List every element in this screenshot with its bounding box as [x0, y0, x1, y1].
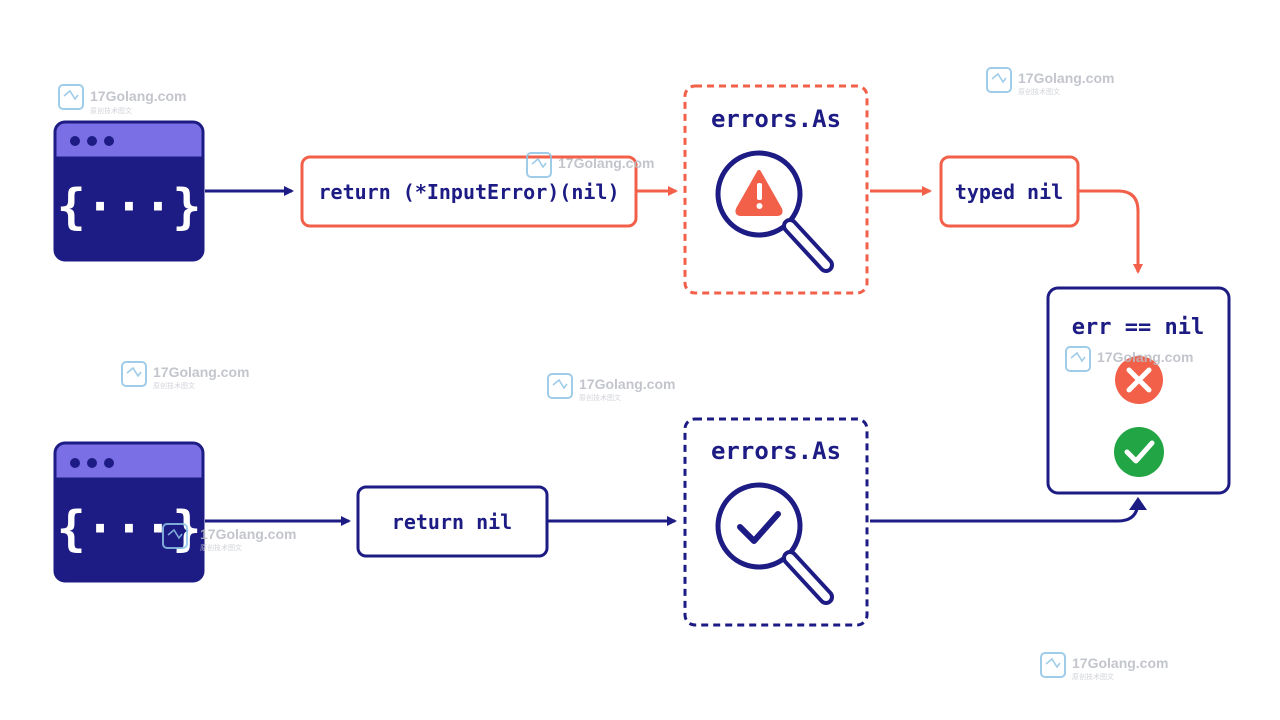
top-return-box: return (*InputError)(nil): [300, 155, 638, 228]
watermark: 17Golang.com 原创技术图文: [121, 361, 249, 390]
err-equals-nil-label: err == nil: [1072, 315, 1204, 340]
watermark-text: 17Golang.com: [90, 88, 186, 104]
watermark: 17Golang.com: [1065, 346, 1193, 372]
watermark: 17Golang.com 原创技术图文: [547, 373, 675, 402]
watermark-text: 17Golang.com: [153, 364, 249, 380]
watermark-logo-icon: [1040, 652, 1066, 678]
watermark: 17Golang.com: [526, 152, 654, 178]
bottom-source-code-window-icon: {···}: [53, 441, 205, 583]
watermark-logo-icon: [986, 67, 1012, 93]
watermark-subtext: 原创技术图文: [153, 381, 195, 390]
top-arrow-result-to-compare: [1079, 189, 1143, 274]
bottom-arrow-check-to-compare: [870, 500, 1140, 523]
watermark-subtext: 原创技术图文: [200, 543, 242, 552]
x-circle-icon: [1115, 356, 1163, 404]
watermark-logo-icon: [1065, 346, 1091, 372]
watermark-subtext: 原创技术图文: [1018, 87, 1060, 96]
bottom-errors-as-box: errors.As: [683, 417, 869, 627]
top-return-label: return (*InputError)(nil): [318, 180, 619, 204]
watermark: 17Golang.com 原创技术图文: [1040, 652, 1168, 681]
watermark-logo-icon: [58, 84, 84, 110]
watermark-text: 17Golang.com: [1018, 70, 1114, 86]
watermark-subtext: 原创技术图文: [90, 106, 132, 115]
bottom-arrow-head: [1129, 497, 1147, 510]
top-source-code-window-icon: {···}: [53, 120, 205, 262]
magnifier-warning-icon: [715, 150, 834, 273]
bottom-errors-as-title: errors.As: [711, 437, 841, 465]
watermark-text: 17Golang.com: [1097, 349, 1193, 365]
bottom-return-box: return nil: [356, 485, 549, 558]
watermark-subtext: 原创技术图文: [1072, 672, 1114, 681]
watermark: 17Golang.com 原创技术图文: [986, 67, 1114, 96]
watermark-logo-icon: [121, 361, 147, 387]
watermark: 17Golang.com 原创技术图文: [58, 84, 186, 115]
bottom-return-label: return nil: [392, 510, 512, 534]
typed-nil-box: typed nil: [939, 155, 1080, 228]
watermark-text: 17Golang.com: [1072, 655, 1168, 671]
magnifier-check-icon: [715, 482, 834, 605]
watermark-text: 17Golang.com: [200, 526, 296, 542]
top-errors-as-box: errors.As: [683, 84, 869, 295]
top-errors-as-title: errors.As: [711, 105, 841, 133]
watermark-logo-icon: [526, 152, 552, 178]
watermark-logo-icon: [547, 373, 573, 399]
watermark-text: 17Golang.com: [558, 155, 654, 171]
err-equals-nil-box: err == nil: [1046, 286, 1231, 495]
watermark: 17Golang.com 原创技术图文: [162, 523, 296, 552]
watermark-subtext: 原创技术图文: [579, 393, 621, 402]
check-circle-icon: [1114, 427, 1164, 477]
typed-nil-label: typed nil: [955, 180, 1063, 204]
top-source-glyph: {···}: [57, 179, 202, 235]
watermark-text: 17Golang.com: [579, 376, 675, 392]
watermark-logo-icon: [162, 523, 188, 549]
